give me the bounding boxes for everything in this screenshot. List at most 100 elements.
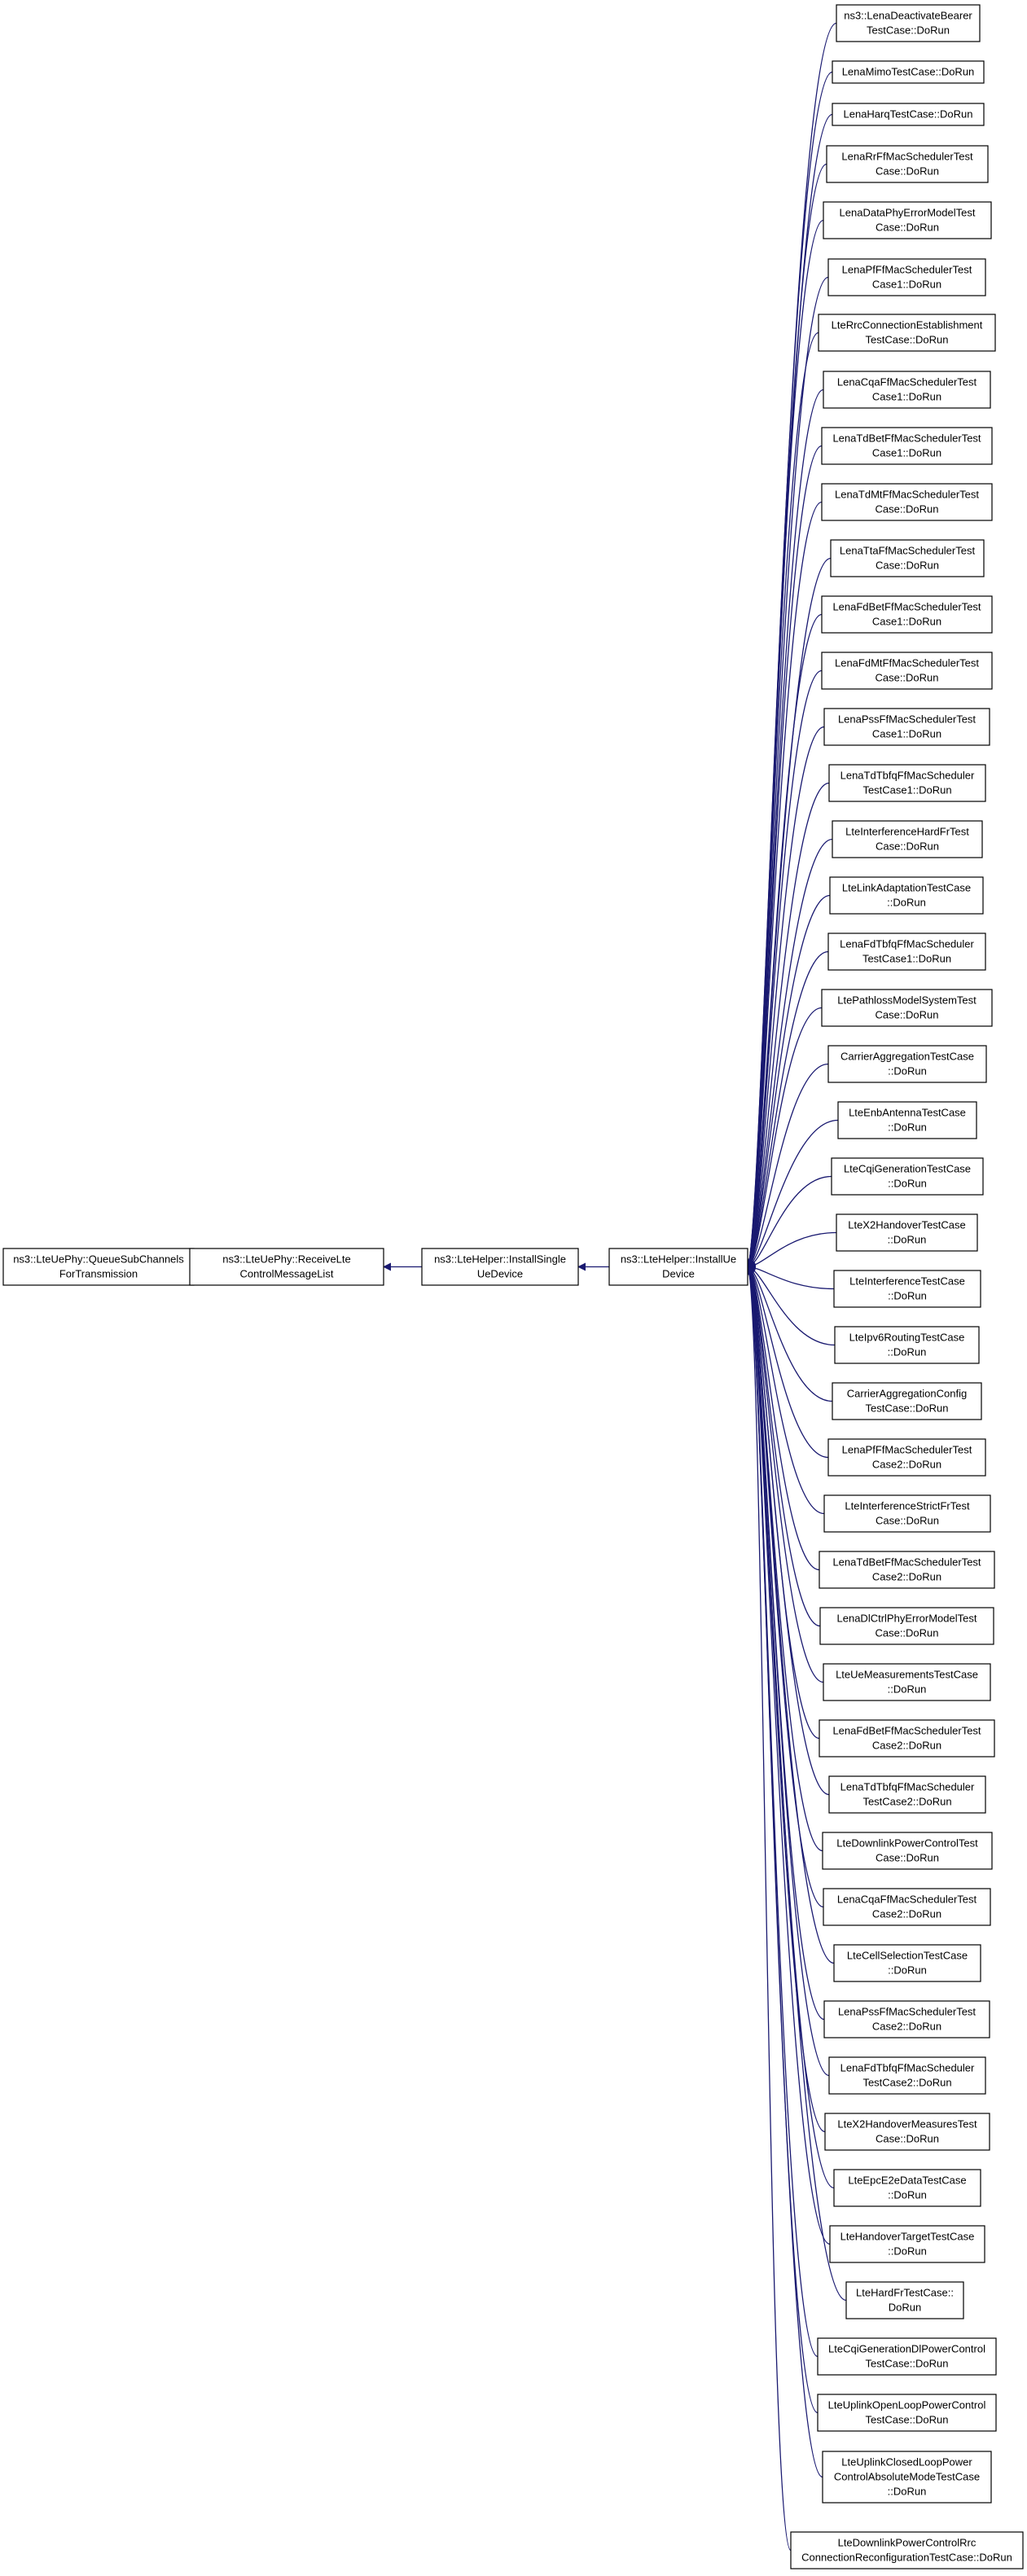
graph-node-c20[interactable]: CarrierAggregationTestCase::DoRun <box>827 1045 987 1083</box>
node-box <box>827 933 986 971</box>
node-box <box>830 539 985 577</box>
graph-node-c25[interactable]: LteIpv6RoutingTestCase::DoRun <box>834 1326 980 1364</box>
graph-node-c42[interactable]: LteHardFrTestCase::DoRun <box>845 2281 964 2319</box>
node-box <box>829 876 984 915</box>
node-label-line: LtePathlossModelSystemTest <box>837 994 977 1007</box>
node-label-line: Case2::DoRun <box>872 1908 941 1920</box>
node-box <box>2 1248 195 1286</box>
node-label-line: LenaCqaFfMacSchedulerTest <box>837 1894 977 1906</box>
node-box <box>821 427 993 465</box>
graph-node-c44[interactable]: LteUplinkOpenLoopPowerControlTestCase::D… <box>817 2394 997 2432</box>
graph-node-c2[interactable]: LenaMimoTestCase::DoRun <box>832 60 985 84</box>
node-label-line: Case::DoRun <box>876 560 939 572</box>
node-label-line: ::DoRun <box>888 1121 927 1134</box>
node-box <box>828 2056 986 2095</box>
node-box <box>832 103 985 126</box>
node-box <box>831 1157 984 1196</box>
node-label-line: Case2::DoRun <box>872 1571 941 1583</box>
node-label-line: Case1::DoRun <box>872 391 941 403</box>
node-label-line: Case1::DoRun <box>872 279 941 291</box>
graph-node-c3[interactable]: LenaHarqTestCase::DoRun <box>832 103 985 126</box>
edge-c45-to-installue <box>747 1266 823 2478</box>
node-label-line: LenaPfFfMacSchedulerTest <box>842 1444 972 1456</box>
node-label-line: CarrierAggregationTestCase <box>840 1051 974 1063</box>
edge-c33-to-installue <box>747 1266 830 1796</box>
graph-node-c21[interactable]: LteEnbAntennaTestCase::DoRun <box>837 1101 977 1139</box>
node-box <box>819 1719 995 1758</box>
node-label-line: LenaFdBetFfMacSchedulerTest <box>832 1725 981 1737</box>
node-label-line: LteDownlinkPowerControlRrc <box>838 2537 977 2549</box>
node-label-line: Case1::DoRun <box>872 447 941 459</box>
node-label-line: ns3::LenaDeactivateBearer <box>844 10 972 22</box>
node-label-line: LenaDlCtrlPhyErrorModelTest <box>837 1613 977 1625</box>
node-label-line: ns3::LteHelper::InstallUe <box>621 1253 736 1266</box>
edge-c41-to-installue <box>747 1266 831 2245</box>
graph-node-c23[interactable]: LteX2HandoverTestCase::DoRun <box>836 1213 978 1252</box>
graph-node-c45[interactable]: LteUplinkClosedLoopPowerControlAbsoluteM… <box>822 2451 992 2504</box>
node-label-line: Case::DoRun <box>876 1515 939 1527</box>
node-label-line: LenaHarqTestCase::DoRun <box>844 108 973 121</box>
graph-node-c43[interactable]: LteCqiGenerationDlPowerControlTestCase::… <box>817 2337 997 2376</box>
graph-node-c7[interactable]: LteRrcConnectionEstablishmentTestCase::D… <box>818 314 996 352</box>
node-box <box>823 1494 991 1533</box>
graph-node-c36[interactable]: LteCellSelectionTestCase::DoRun <box>833 1944 981 1982</box>
node-label-line: LenaFdBetFfMacSchedulerTest <box>832 601 981 613</box>
node-box <box>832 60 985 84</box>
node-label-line: Case2::DoRun <box>872 1459 941 1471</box>
node-label-line: LenaPssFfMacSchedulerTest <box>838 2006 976 2018</box>
edge-c36-to-installue <box>747 1266 835 1964</box>
graph-node-c17[interactable]: LteLinkAdaptationTestCase::DoRun <box>829 876 984 915</box>
node-label-line: LteInterferenceStrictFrTest <box>845 1500 970 1512</box>
graph-node-c31[interactable]: LteUeMeasurementsTestCase::DoRun <box>823 1663 991 1701</box>
node-label-line: TestCase2::DoRun <box>862 1796 951 1808</box>
node-label-line: LenaCqaFfMacSchedulerTest <box>837 376 977 388</box>
graph-node-queue[interactable]: ns3::LteUePhy::QueueSubChannelsForTransm… <box>2 1248 195 1286</box>
graph-node-c41[interactable]: LteHandoverTargetTestCase::DoRun <box>829 2225 985 2263</box>
node-label-line: LenaTdMtFfMacSchedulerTest <box>835 489 979 501</box>
graph-node-receive[interactable]: ns3::LteUePhy::ReceiveLteControlMessageL… <box>189 1248 384 1286</box>
graph-node-c46[interactable]: LteDownlinkPowerControlRrcConnectionReco… <box>790 2531 1024 2569</box>
node-label-line: ::DoRun <box>888 1346 927 1358</box>
graph-node-c40[interactable]: LteEpcE2eDataTestCase::DoRun <box>833 2169 981 2207</box>
node-label-line: ::DoRun <box>888 1065 927 1077</box>
node-label-line: ForTransmission <box>59 1268 138 1280</box>
node-label-line: LenaFdTbfqFfMacScheduler <box>840 2062 975 2074</box>
node-label-line: LteUplinkClosedLoopPower <box>841 2456 972 2468</box>
graph-node-c24[interactable]: LteInterferenceTestCase::DoRun <box>833 1270 981 1308</box>
node-label-line: Case::DoRun <box>875 1627 938 1639</box>
node-label-line: TestCase::DoRun <box>866 1402 949 1415</box>
node-box <box>823 1888 991 1926</box>
graph-node-c22[interactable]: LteCqiGenerationTestCase::DoRun <box>831 1157 984 1196</box>
node-box <box>845 2281 964 2319</box>
node-label-line: ControlAbsoluteModeTestCase <box>834 2471 980 2483</box>
